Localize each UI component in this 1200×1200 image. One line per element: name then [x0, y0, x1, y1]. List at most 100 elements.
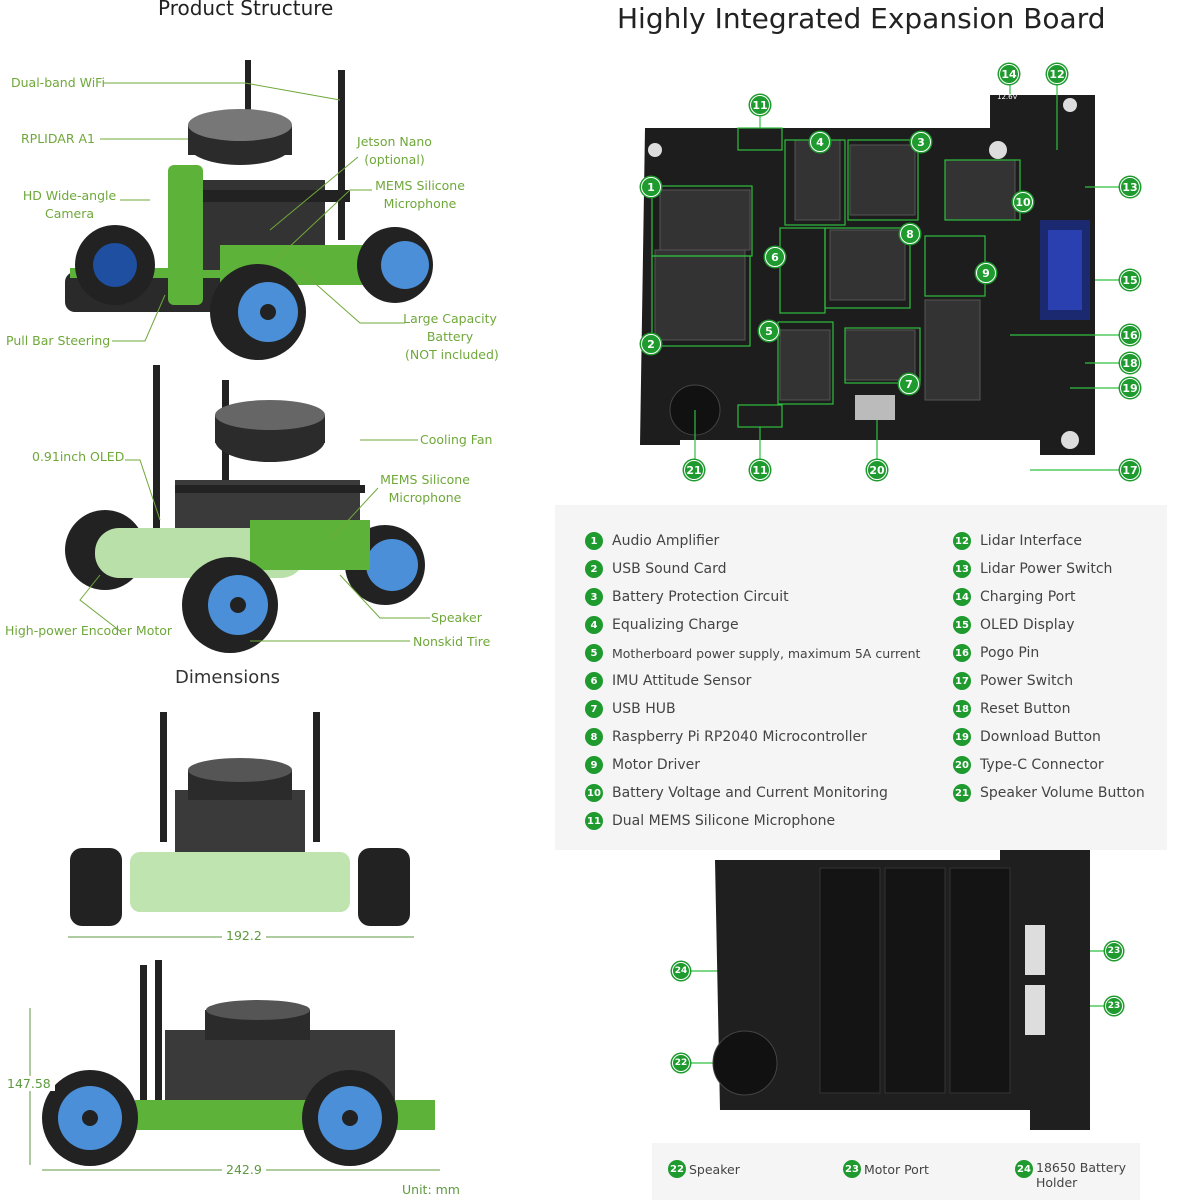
dimension-height: 147.58: [3, 1076, 55, 1091]
label-motor: High-power Encoder Motor: [5, 623, 173, 638]
legend-label: Lidar Interface: [980, 533, 1083, 549]
label-battery-note: (NOT included): [405, 347, 499, 362]
legend-label: Dual MEMS Silicone Microphone: [612, 813, 836, 829]
marker-2: 2: [641, 334, 661, 354]
legend-label: IMU Attitude Sensor: [612, 673, 752, 689]
label-camera: HD Wide-angle Camera: [22, 188, 117, 221]
marker-10: 10: [1013, 192, 1033, 212]
bottom-board: [715, 835, 1090, 1130]
dimension-width: 192.2: [222, 928, 266, 943]
legend-label: Charging Port: [980, 589, 1076, 605]
marker-16: 16: [1120, 325, 1140, 345]
label-wifi: Dual-band WiFi: [11, 75, 105, 90]
legend-label: Pogo Pin: [980, 645, 1040, 661]
product-structure-title: Product Structure: [158, 0, 334, 20]
marker-24: 24: [672, 962, 690, 980]
marker-12: 12: [1047, 64, 1067, 84]
legend-number-badge: 16: [953, 644, 971, 662]
legend-item-9: 9 Motor Driver: [585, 756, 700, 774]
robot-front-view: [68, 712, 414, 938]
legend-number-badge: 5: [585, 644, 603, 662]
legend-label: Speaker Volume Button: [980, 785, 1145, 801]
marker-11-top: 11: [750, 95, 770, 115]
marker-14: 14: [999, 64, 1019, 84]
marker-18: 18: [1120, 353, 1140, 373]
marker-23-b: 23: [1105, 997, 1123, 1015]
legend-number-badge: 20: [953, 756, 971, 774]
marker-9: 9: [976, 263, 996, 283]
marker-8: 8: [900, 224, 920, 244]
legend-number-badge: 9: [585, 756, 603, 774]
legend-number-badge: 4: [585, 616, 603, 634]
legend-item-12: 12 Lidar Interface: [953, 532, 1082, 550]
label-mems-2: MEMS Silicone Microphone: [380, 472, 470, 505]
marker-6: 6: [765, 247, 785, 267]
legend-label: Equalizing Charge: [612, 617, 739, 633]
label-oled: 0.91inch OLED: [32, 449, 125, 464]
legend-number-badge: 10: [585, 784, 603, 802]
legend-label: USB Sound Card: [612, 561, 727, 577]
legend-number-badge: 11: [585, 812, 603, 830]
legend-label: Reset Button: [980, 701, 1071, 717]
legend-label: Battery Protection Circuit: [612, 589, 789, 605]
label-steering: Pull Bar Steering: [6, 333, 111, 348]
legend-item-13: 13 Lidar Power Switch: [953, 560, 1112, 578]
legend-label: OLED Display: [980, 617, 1075, 633]
legend-item-3: 3 Battery Protection Circuit: [585, 588, 789, 606]
robot-side-view: [29, 960, 440, 1171]
marker-11-bottom: 11: [750, 460, 770, 480]
legend-item-10: 10 Battery Voltage and Current Monitoring: [585, 784, 888, 802]
legend-label: Audio Amplifier: [612, 533, 720, 549]
power-switch-silk: ON/OFF: [1002, 454, 1037, 463]
legend-label: USB HUB: [612, 701, 676, 717]
marker-19: 19: [1120, 378, 1140, 398]
label-tire: Nonskid Tire: [413, 634, 491, 649]
legend-item-11: 11 Dual MEMS Silicone Microphone: [585, 812, 835, 830]
marker-23-a: 23: [1105, 942, 1123, 960]
marker-13: 13: [1120, 177, 1140, 197]
label-battery: Large Capacity Battery: [403, 311, 497, 344]
legend-number-badge: 14: [953, 588, 971, 606]
legend-item-15: 15 OLED Display: [953, 616, 1075, 634]
expansion-board-title: Highly Integrated Expansion Board: [617, 2, 1106, 35]
label-jetson: Jetson Nano (optional): [357, 134, 432, 167]
legend-label: Lidar Power Switch: [980, 561, 1113, 577]
charging-voltage-silk: 12.6V: [997, 93, 1018, 101]
marker-22: 22: [672, 1054, 690, 1072]
legend-item-14: 14 Charging Port: [953, 588, 1075, 606]
legend-label: Battery Voltage and Current Monitoring: [612, 785, 888, 801]
label-fan: Cooling Fan: [420, 432, 493, 447]
bottom-legend-panel: [652, 1143, 1140, 1200]
legend-number-badge: 3: [585, 588, 603, 606]
marker-1: 1: [641, 177, 661, 197]
legend-panel: [555, 505, 1167, 850]
label-lidar: RPLIDAR A1: [21, 131, 95, 146]
legend-number-badge: 13: [953, 560, 971, 578]
legend-number-badge: 12: [953, 532, 971, 550]
marker-5: 5: [759, 321, 779, 341]
legend-label: Download Button: [980, 729, 1101, 745]
marker-4: 4: [810, 132, 830, 152]
legend-number-badge: 15: [953, 616, 971, 634]
legend-label: Raspberry Pi RP2040 Microcontroller: [612, 729, 867, 745]
dimensions-title: Dimensions: [175, 667, 281, 688]
legend-label: Power Switch: [980, 673, 1074, 689]
legend-item-4: 4 Equalizing Charge: [585, 616, 739, 634]
legend-number-badge: 19: [953, 728, 971, 746]
legend-number-badge: 2: [585, 560, 603, 578]
marker-7: 7: [899, 374, 919, 394]
label-speaker: Speaker: [431, 610, 482, 625]
legend-item-19: 19 Download Button: [953, 728, 1101, 746]
legend-label: Motor Driver: [612, 757, 700, 773]
